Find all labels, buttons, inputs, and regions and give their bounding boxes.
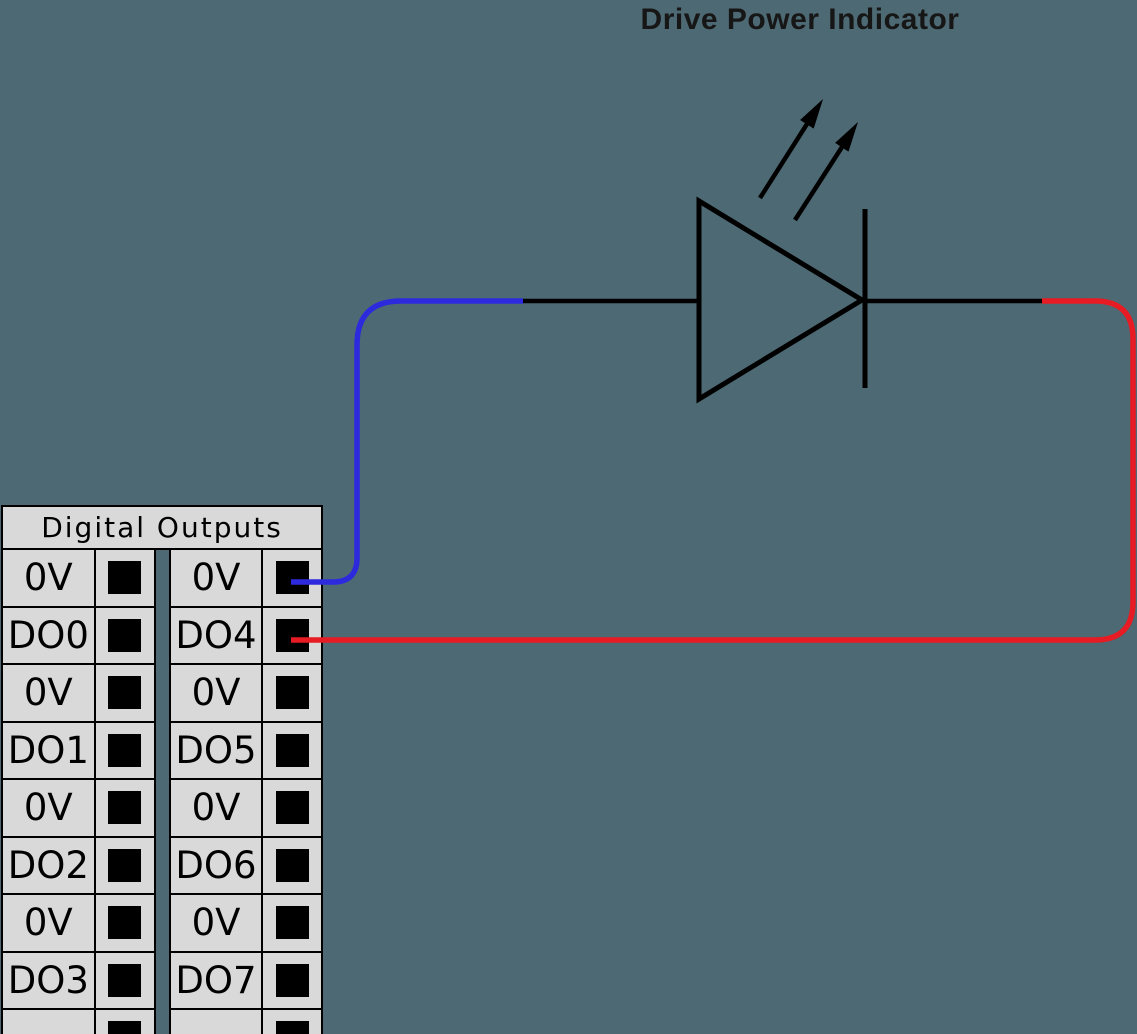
terminal-square: [275, 906, 309, 940]
terminal-cell: [261, 950, 323, 1010]
terminal-cell: [261, 778, 323, 838]
terminal-cell: [261, 663, 323, 723]
terminal-square: [275, 618, 309, 652]
terminal-row: 0V: [169, 893, 323, 953]
terminal-row: 0V: [169, 663, 323, 723]
terminal-row: DO3: [1, 950, 157, 1010]
arrow-head: [800, 99, 823, 129]
terminal-cell: [261, 893, 323, 953]
arrow-shaft: [758, 122, 809, 200]
terminal-square: [275, 848, 309, 882]
terminal-label: 0V: [1, 893, 96, 953]
terminal-cell: [93, 835, 157, 895]
terminal-label: 0V: [169, 893, 263, 953]
terminal-square: [275, 791, 309, 825]
terminal-row: DO4: [169, 605, 323, 665]
digital-outputs-header: Digital Outputs: [1, 505, 323, 550]
terminal-row: DO7: [169, 950, 323, 1010]
terminal-cell: [93, 778, 157, 838]
terminal-row: DO1: [1, 720, 157, 780]
terminal-cell: [93, 663, 157, 723]
terminal-label: DO4: [169, 605, 263, 665]
terminal-square: [108, 791, 142, 825]
terminal-cell: [93, 950, 157, 1010]
terminal-square: [275, 561, 309, 595]
terminal-square: [108, 1021, 142, 1034]
terminal-label: DO0: [1, 605, 96, 665]
diagram-title: Drive Power Indicator: [640, 3, 960, 36]
terminal-label: [1, 1008, 96, 1034]
arrow-head: [835, 122, 858, 152]
terminal-row: DO5: [169, 720, 323, 780]
terminal-square: [108, 963, 142, 997]
light-emission-arrow-2: [793, 122, 858, 222]
terminal-cell: [261, 548, 323, 608]
terminal-row: 0V: [1, 548, 157, 608]
terminal-row: 0V: [1, 778, 157, 838]
terminal-square: [275, 676, 309, 710]
terminal-square: [108, 733, 142, 767]
terminal-row: DO2: [1, 835, 157, 895]
blue-wire: [291, 298, 523, 585]
terminal-square: [108, 848, 142, 882]
terminal-square: [275, 1021, 309, 1034]
red-wire: [291, 298, 1136, 643]
terminal-cell: [261, 720, 323, 780]
terminal-cell: [261, 1008, 323, 1034]
terminal-label: 0V: [169, 778, 263, 838]
terminal-cell: [93, 720, 157, 780]
terminal-label: 0V: [169, 663, 263, 723]
terminal-row: [1, 1008, 157, 1034]
terminal-square: [275, 963, 309, 997]
terminal-square: [108, 618, 142, 652]
terminal-label: DO7: [169, 950, 263, 1010]
terminal-label: DO5: [169, 720, 263, 780]
terminal-row: 0V: [1, 893, 157, 953]
terminal-cell: [261, 835, 323, 895]
terminal-label: DO1: [1, 720, 96, 780]
terminal-row: 0V: [1, 663, 157, 723]
terminal-row: DO0: [1, 605, 157, 665]
terminal-square: [108, 906, 142, 940]
terminal-row: DO6: [169, 835, 323, 895]
terminal-cell: [93, 548, 157, 608]
terminal-label: DO6: [169, 835, 263, 895]
terminal-cell: [93, 893, 157, 953]
terminal-label: 0V: [1, 663, 96, 723]
led-triangle: [696, 196, 867, 404]
terminal-cell: [93, 1008, 157, 1034]
terminal-cell: [93, 605, 157, 665]
terminal-label: DO2: [1, 835, 96, 895]
terminal-square: [108, 561, 142, 595]
terminal-label: DO3: [1, 950, 96, 1010]
terminal-row: [169, 1008, 323, 1034]
terminal-label: 0V: [1, 778, 96, 838]
light-emission-arrow-1: [758, 99, 823, 200]
terminal-square: [275, 733, 309, 767]
terminal-label: 0V: [169, 548, 263, 608]
terminal-label: 0V: [1, 548, 96, 608]
terminal-cell: [261, 605, 323, 665]
terminal-row: 0V: [169, 548, 323, 608]
terminal-square: [108, 676, 142, 710]
terminal-row: 0V: [169, 778, 323, 838]
arrow-shaft: [793, 145, 844, 222]
terminal-label: [169, 1008, 263, 1034]
